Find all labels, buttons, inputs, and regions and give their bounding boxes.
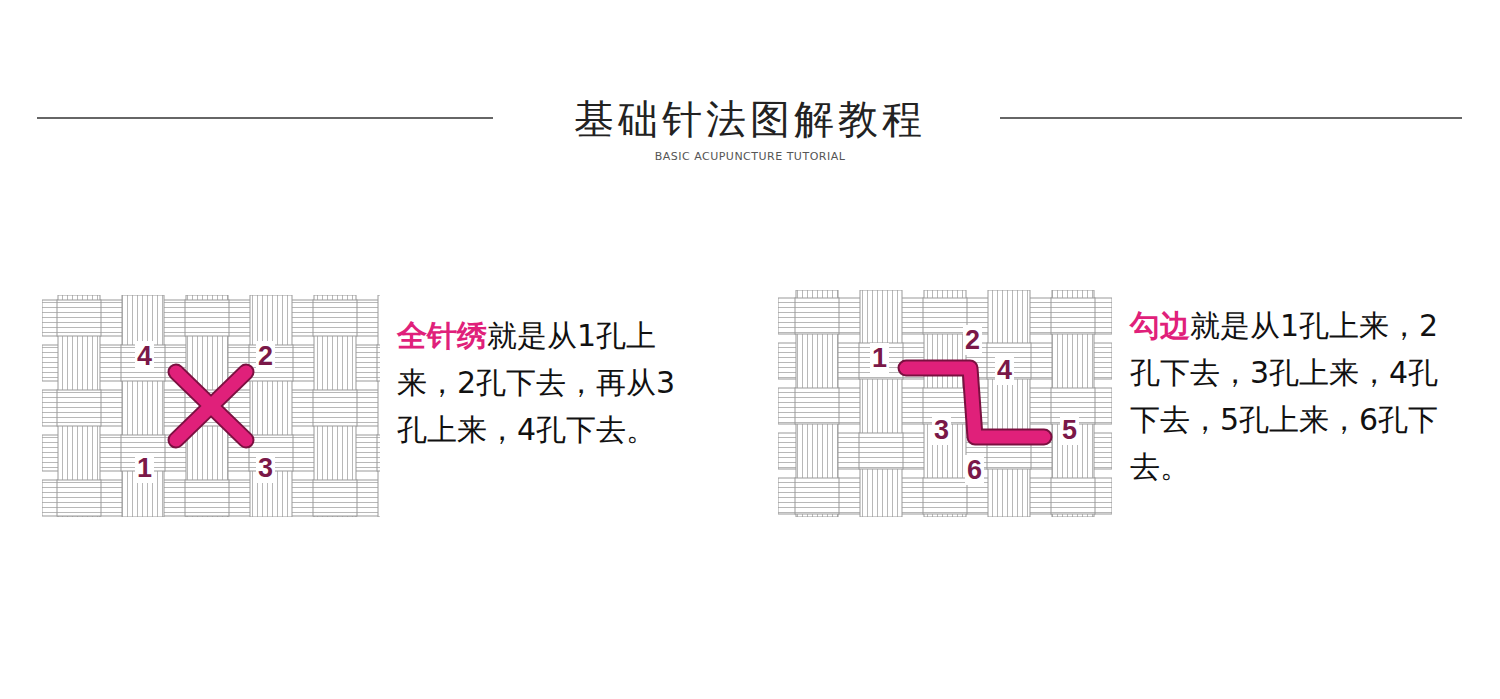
weave-strand — [377, 345, 380, 381]
weave-strand — [778, 290, 1112, 517]
weave-strand — [314, 295, 356, 517]
weave-strand — [1052, 290, 1094, 517]
weave-strand — [185, 480, 229, 516]
callout-number: 3 — [932, 415, 951, 445]
callout-number: 1 — [870, 343, 889, 373]
weave-strand — [313, 300, 357, 336]
backstitch — [906, 368, 1044, 437]
fabric-weave — [778, 290, 1112, 517]
callout-number: 5 — [1060, 415, 1079, 445]
weave-strand — [778, 298, 1112, 334]
weave-strand — [923, 298, 967, 334]
weave-strand — [58, 295, 100, 517]
weave-strand — [378, 295, 380, 517]
stitch-name: 勾边 — [1130, 308, 1190, 343]
weave-strand — [796, 290, 838, 517]
weave-strand — [57, 480, 101, 516]
weave-strand — [859, 343, 903, 379]
weave-strand — [57, 300, 101, 336]
callout-number: 4 — [995, 355, 1014, 385]
callout-number: 1 — [135, 453, 154, 483]
fabric-weave — [42, 295, 380, 517]
callout-number: 6 — [965, 455, 984, 485]
callout-number: 2 — [963, 325, 982, 355]
weave-strand — [778, 478, 1112, 514]
cross-stitch — [176, 372, 246, 440]
callout-number: 3 — [256, 453, 275, 483]
weave-strand — [250, 295, 292, 517]
weave-strand — [185, 300, 229, 336]
weave-strand — [1051, 298, 1095, 334]
weave-strand — [42, 300, 380, 336]
weave-strand — [1051, 478, 1095, 514]
callout-number: 2 — [256, 341, 275, 371]
weave-strand — [924, 290, 966, 517]
weave-strand — [860, 290, 902, 517]
weave-strand — [313, 480, 357, 516]
weave-strand — [377, 435, 380, 471]
weave-strand — [795, 388, 839, 424]
weave-strand — [923, 478, 967, 514]
weave-strand — [313, 390, 357, 426]
weave-strand — [795, 298, 839, 334]
rule-line — [37, 117, 493, 119]
weave-strand — [122, 295, 164, 517]
weave-strand — [795, 478, 839, 514]
rule-line — [1000, 117, 1462, 119]
callout-number: 4 — [135, 341, 154, 371]
weave-strand — [57, 390, 101, 426]
stitch-name: 全针绣 — [397, 318, 487, 353]
weave-strand — [988, 290, 1030, 517]
diagram-title: 基础针法图解教程 — [0, 92, 1500, 147]
instruction-text: 全针绣就是从1孔上来，2孔下去，再从3孔上来，4孔下去。 — [397, 312, 692, 453]
subtitle: BASIC ACUPUNCTURE TUTORIAL — [0, 150, 1500, 163]
weave-strand — [859, 433, 903, 469]
instruction-text: 勾边就是从1孔上来，2孔下去，3孔上来，4孔下去，5孔上来，6孔下去。 — [1130, 302, 1450, 490]
weave-strand — [42, 295, 380, 517]
weave-strand — [42, 480, 380, 516]
